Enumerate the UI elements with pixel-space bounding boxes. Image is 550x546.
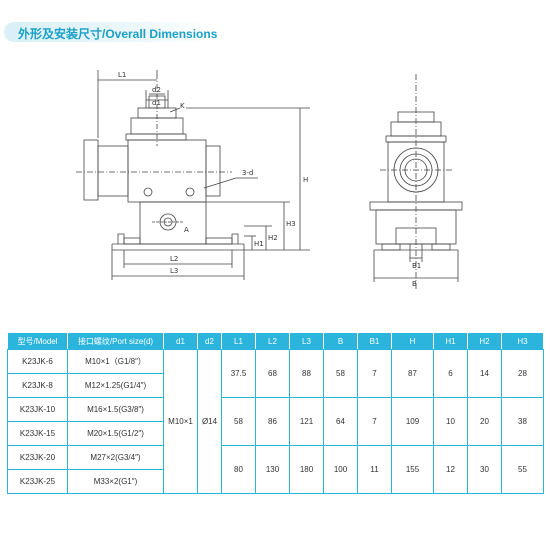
port-cell: M33×2(G1″) [67,469,164,494]
H-cell: 87 [391,349,434,398]
header-cell: 型号/Model [7,332,68,350]
H2-cell: 14 [467,349,502,398]
L1-cell: 58 [221,397,256,446]
header-cell: d2 [197,332,222,350]
L3-cell: 121 [289,397,324,446]
table-row: K23JK-25 M33×2(G1″) [7,469,544,494]
port-cell: M16×1.5(G3/8″) [67,397,164,422]
dimensions-table-wrap: 型号/Model 接口螺纹/Port size(d) d1 d2 L1 L2 L… [7,332,544,494]
dim-label-H: H [303,176,308,184]
port-cell: M10×1（G1/8″） [67,349,164,374]
dimensions-table: 型号/Model 接口螺纹/Port size(d) d1 d2 L1 L2 L… [7,332,544,494]
model-cell: K23JK-20 [7,445,68,470]
model-cell: K23JK-6 [7,349,68,374]
B-cell: 64 [323,397,358,446]
model-cell: K23JK-8 [7,373,68,398]
L2-cell: 68 [255,349,290,398]
d2-cell: Ø14 [197,349,222,494]
port-cell: M12×1.25(G1/4″) [67,373,164,398]
L3-cell: 180 [289,445,324,494]
dim-label-H3: H3 [286,220,296,228]
dim-label-A: A [184,226,189,234]
dim-label-H1: H1 [254,240,264,248]
dim-label-d1: d1 [152,99,161,107]
dimension-drawing: L1 d2 d1 K H 3-d A H3 H2 H1 L2 L3 B1 B [76,70,463,290]
section-title-bar: 外形及安装尺寸/Overall Dimensions [4,22,217,42]
H1-cell: 10 [433,397,468,446]
H3-cell: 55 [501,445,544,494]
L2-cell: 130 [255,445,290,494]
header-cell: B1 [357,332,392,350]
dim-label-B: B [412,280,417,288]
header-cell: L1 [221,332,256,350]
B-cell: 58 [323,349,358,398]
dim-label-K: K [180,102,185,110]
dim-label-port: 3-d [242,169,253,177]
header-cell: H2 [467,332,502,350]
header-cell: L3 [289,332,324,350]
dim-label-L2: L2 [170,255,178,263]
table-row: K23JK-20 M27×2(G3/4″) 80 130 180 100 11 … [7,445,544,494]
H-cell: 109 [391,397,434,446]
header-cell: H1 [433,332,468,350]
B1-cell: 7 [357,397,392,446]
model-cell: K23JK-10 [7,397,68,422]
table-row: K23JK-10 M16×1.5(G3/8″) 58 86 121 64 7 1… [7,397,544,446]
B1-cell: 7 [357,349,392,398]
L1-cell: 80 [221,445,256,494]
header-cell: H [391,332,434,350]
H1-cell: 12 [433,445,468,494]
dim-label-H2: H2 [268,234,278,242]
dim-label-L3: L3 [170,267,178,275]
H2-cell: 30 [467,445,502,494]
dim-label-B1: B1 [412,262,421,270]
H3-cell: 28 [501,349,544,398]
d1-cell: M10×1 [163,349,198,494]
header-cell: d1 [163,332,198,350]
H-cell: 155 [391,445,434,494]
L3-cell: 88 [289,349,324,398]
port-cell: M20×1.5(G1/2″) [67,421,164,446]
header-cell: 接口螺纹/Port size(d) [67,332,164,350]
dim-label-d2: d2 [152,86,161,94]
table-header-row: 型号/Model 接口螺纹/Port size(d) d1 d2 L1 L2 L… [7,332,544,350]
H2-cell: 20 [467,397,502,446]
dim-label-L1: L1 [118,71,126,79]
B-cell: 100 [323,445,358,494]
model-cell: K23JK-15 [7,421,68,446]
L2-cell: 86 [255,397,290,446]
H3-cell: 38 [501,397,544,446]
L1-cell: 37.5 [221,349,256,398]
B1-cell: 11 [357,445,392,494]
model-cell: K23JK-25 [7,469,68,494]
H1-cell: 6 [433,349,468,398]
table-row: K23JK-8 M12×1.25(G1/4″) [7,373,544,398]
header-cell: H3 [501,332,544,350]
header-cell: B [323,332,358,350]
port-cell: M27×2(G3/4″) [67,445,164,470]
section-title: 外形及安装尺寸/Overall Dimensions [18,27,218,41]
table-row: K23JK-6 M10×1（G1/8″） M10×1 Ø14 37.5 68 8… [7,349,544,494]
header-cell: L2 [255,332,290,350]
